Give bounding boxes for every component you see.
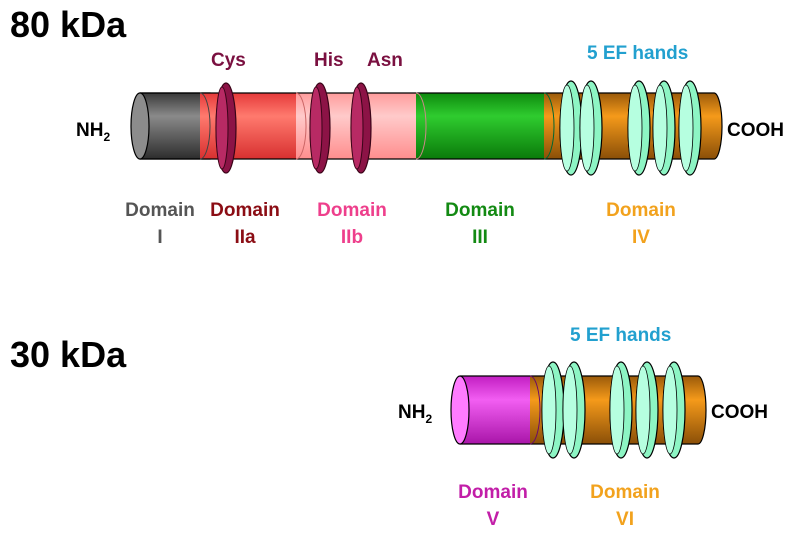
label-domain-vi: Domain VI (590, 482, 660, 530)
label-domain-iii: Domain III (445, 200, 515, 248)
label-domain-iv: Domain IV (606, 200, 676, 248)
c-terminus-30: COOH (711, 402, 768, 423)
label-domain-i: Domain I (125, 200, 195, 248)
segment-domain-v (460, 376, 534, 444)
ef-hands-label-30: 5 EF hands (570, 325, 672, 346)
c-terminus-80: COOH (727, 120, 784, 141)
site-label-his: His (314, 50, 344, 71)
segment-domain-iia (200, 93, 300, 159)
ef-hands-label-80: 5 EF hands (587, 43, 689, 64)
segment-domain-iii (416, 93, 546, 159)
ef-hand-rings-30 (541, 361, 686, 459)
n-terminus-30: NH2 (398, 402, 433, 426)
label-domain-iia: Domain IIa (210, 200, 280, 248)
site-label-cys: Cys (211, 50, 246, 71)
n-terminus-80: NH2 (76, 120, 111, 144)
title-80kda: 80 kDa (10, 4, 127, 45)
segment-domain-i (139, 92, 211, 160)
label-domain-v: Domain V (458, 482, 528, 530)
active-site-rings (215, 82, 372, 174)
ef-hand-rings-80 (559, 80, 702, 176)
n-terminal-face-80 (130, 92, 150, 160)
site-label-asn: Asn (367, 50, 403, 71)
title-30kda: 30 kDa (10, 334, 127, 375)
label-domain-iib: Domain IIb (317, 200, 387, 248)
n-terminal-face-30 (450, 375, 470, 445)
